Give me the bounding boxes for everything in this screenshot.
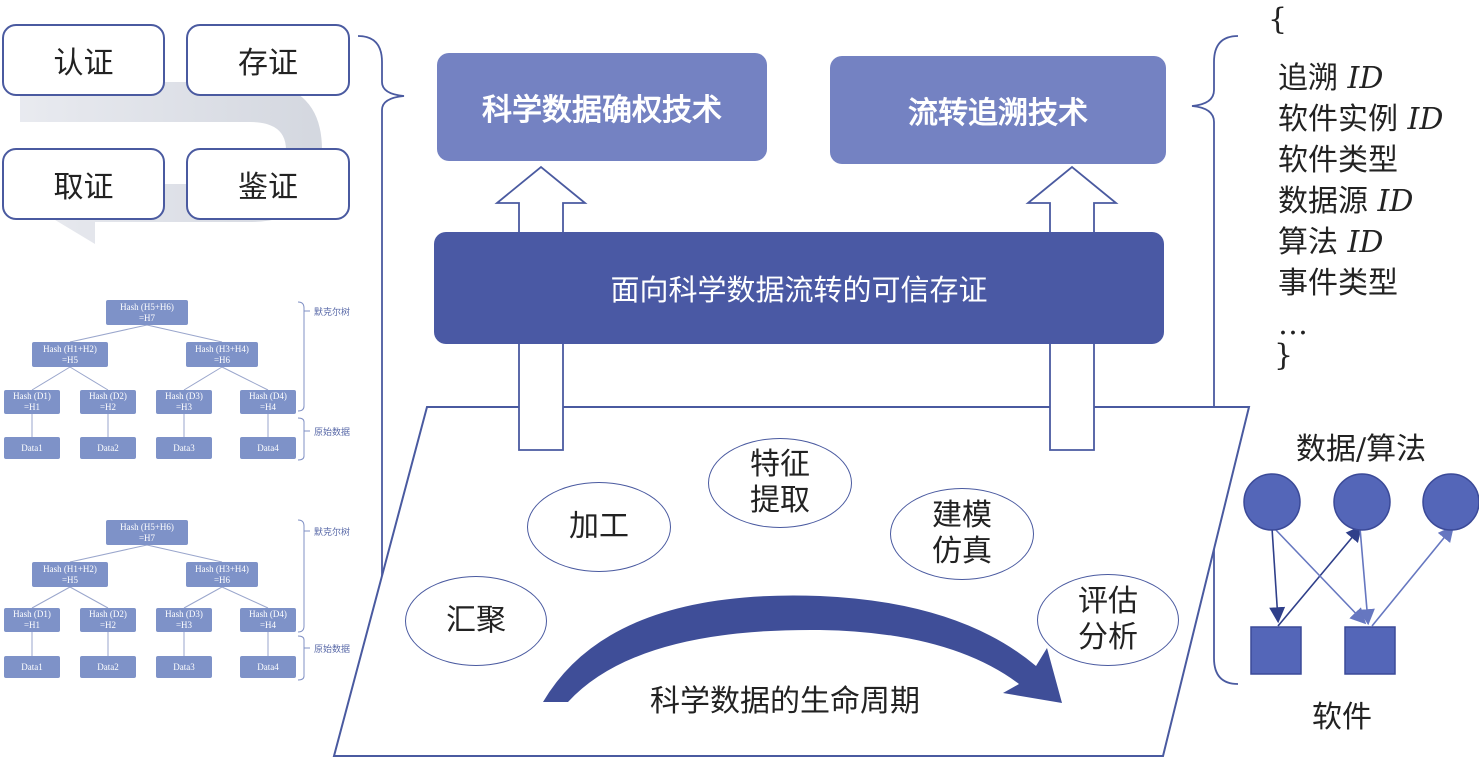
trace-field-item: 事件类型 bbox=[1278, 266, 1398, 301]
merkle-raw-side-label: 原始数据 bbox=[314, 644, 351, 654]
merkle-data-node: Data3 bbox=[156, 437, 212, 459]
graph-node-data-2 bbox=[1333, 473, 1391, 531]
graph-top-label: 数据/算法 bbox=[1296, 432, 1427, 467]
right-brace bbox=[1191, 35, 1239, 685]
cert-obtain-box: 取证 bbox=[2, 148, 165, 220]
merkle-data-node: Data1 bbox=[4, 437, 60, 459]
cert-deposit-label: 存证 bbox=[238, 46, 298, 81]
cert-authenticate-label: 认证 bbox=[53, 46, 114, 81]
graph-node-data-3 bbox=[1422, 473, 1479, 531]
graph-edges bbox=[1269, 525, 1455, 627]
merkle-leaf-node: Hash (D2) =H2 bbox=[80, 608, 136, 632]
stage-process-label: 加工 bbox=[569, 509, 629, 544]
tech-confirm-rights-box: 科学数据确权技术 bbox=[437, 53, 767, 161]
merkle-data-node: Data4 bbox=[240, 656, 296, 678]
tech-traceability-box: 流转追溯技术 bbox=[830, 56, 1166, 164]
merkle-data-node: Data4 bbox=[240, 437, 296, 459]
trace-field-item: 软件实例 ID bbox=[1278, 102, 1444, 137]
merkle-lines-bottom bbox=[31, 544, 269, 656]
graph-node-software-1 bbox=[1250, 626, 1302, 675]
merkle-data-node: Data3 bbox=[156, 656, 212, 678]
stage-evaluate-label: 评估 分析 bbox=[1078, 584, 1138, 655]
stage-feature-label: 特征 提取 bbox=[750, 447, 810, 518]
merkle-lines-top bbox=[31, 324, 269, 437]
merkle-tree-side-label: 默克尔树 bbox=[314, 307, 351, 317]
merkle-leaf-node: Hash (D1) =H1 bbox=[4, 608, 60, 632]
cert-appraise-label: 鉴证 bbox=[238, 170, 298, 205]
fields-close-brace: } bbox=[1274, 338, 1294, 373]
merkle-root-node: Hash (H5+H6) =H7 bbox=[106, 520, 188, 545]
trusted-deposit-band: 面向科学数据流转的可信存证 bbox=[434, 232, 1164, 344]
stage-aggregate-oval: 汇聚 bbox=[405, 576, 547, 666]
lifecycle-caption: 科学数据的生命周期 bbox=[650, 684, 920, 719]
merkle-tree-side-label: 默克尔树 bbox=[314, 527, 351, 537]
merkle-leaf-node: Hash (D4) =H4 bbox=[240, 390, 296, 414]
tech-traceability-label: 流转追溯技术 bbox=[908, 96, 1088, 131]
graph-node-data-1 bbox=[1243, 473, 1301, 531]
merkle-data-node: Data2 bbox=[80, 656, 136, 678]
stage-process-oval: 加工 bbox=[527, 482, 671, 572]
cert-authenticate-box: 认证 bbox=[2, 24, 165, 96]
stage-model-oval: 建模 仿真 bbox=[890, 488, 1034, 580]
tech-confirm-rights-label: 科学数据确权技术 bbox=[482, 93, 722, 128]
merkle-data-node: Data2 bbox=[80, 437, 136, 459]
cert-obtain-label: 取证 bbox=[53, 170, 114, 205]
merkle-raw-side-label: 原始数据 bbox=[314, 427, 351, 437]
trusted-deposit-label: 面向科学数据流转的可信存证 bbox=[610, 273, 988, 307]
trace-fields-list: 追溯 ID 软件实例 ID 软件类型 数据源 ID 算法 ID 事件类型 … bbox=[1278, 58, 1443, 345]
merkle-root-node: Hash (H5+H6) =H7 bbox=[106, 300, 188, 325]
merkle-leaf-node: Hash (D1) =H1 bbox=[4, 390, 60, 414]
merkle-leaf-node: Hash (D4) =H4 bbox=[240, 608, 296, 632]
trace-field-item: 数据源 ID bbox=[1278, 184, 1414, 219]
lifecycle-curve-arrow bbox=[543, 595, 1062, 703]
cert-deposit-box: 存证 bbox=[186, 24, 350, 96]
trace-field-item: 追溯 ID bbox=[1278, 61, 1384, 96]
merkle-leaf-node: Hash (D3) =H3 bbox=[156, 390, 212, 414]
stage-aggregate-label: 汇聚 bbox=[446, 603, 506, 638]
merkle-mid-right-node: Hash (H3+H4) =H6 bbox=[186, 562, 258, 587]
trace-field-ellipsis: … bbox=[1278, 307, 1308, 342]
trace-field-item: 算法 ID bbox=[1278, 225, 1384, 260]
graph-node-software-2 bbox=[1344, 626, 1396, 675]
merkle-mid-left-node: Hash (H1+H2) =H5 bbox=[32, 342, 108, 367]
merkle-mid-right-node: Hash (H3+H4) =H6 bbox=[186, 342, 258, 367]
merkle-mid-left-node: Hash (H1+H2) =H5 bbox=[32, 562, 108, 587]
merkle-leaf-node: Hash (D3) =H3 bbox=[156, 608, 212, 632]
cert-appraise-box: 鉴证 bbox=[186, 148, 350, 220]
stage-model-label: 建模 仿真 bbox=[932, 498, 992, 569]
fields-open-brace: { bbox=[1268, 2, 1288, 37]
merkle-leaf-node: Hash (D2) =H2 bbox=[80, 390, 136, 414]
stage-feature-oval: 特征 提取 bbox=[708, 438, 852, 528]
trace-field-item: 软件类型 bbox=[1278, 143, 1398, 178]
graph-bottom-label: 软件 bbox=[1312, 700, 1372, 735]
merkle-data-node: Data1 bbox=[4, 656, 60, 678]
stage-evaluate-oval: 评估 分析 bbox=[1037, 574, 1179, 666]
